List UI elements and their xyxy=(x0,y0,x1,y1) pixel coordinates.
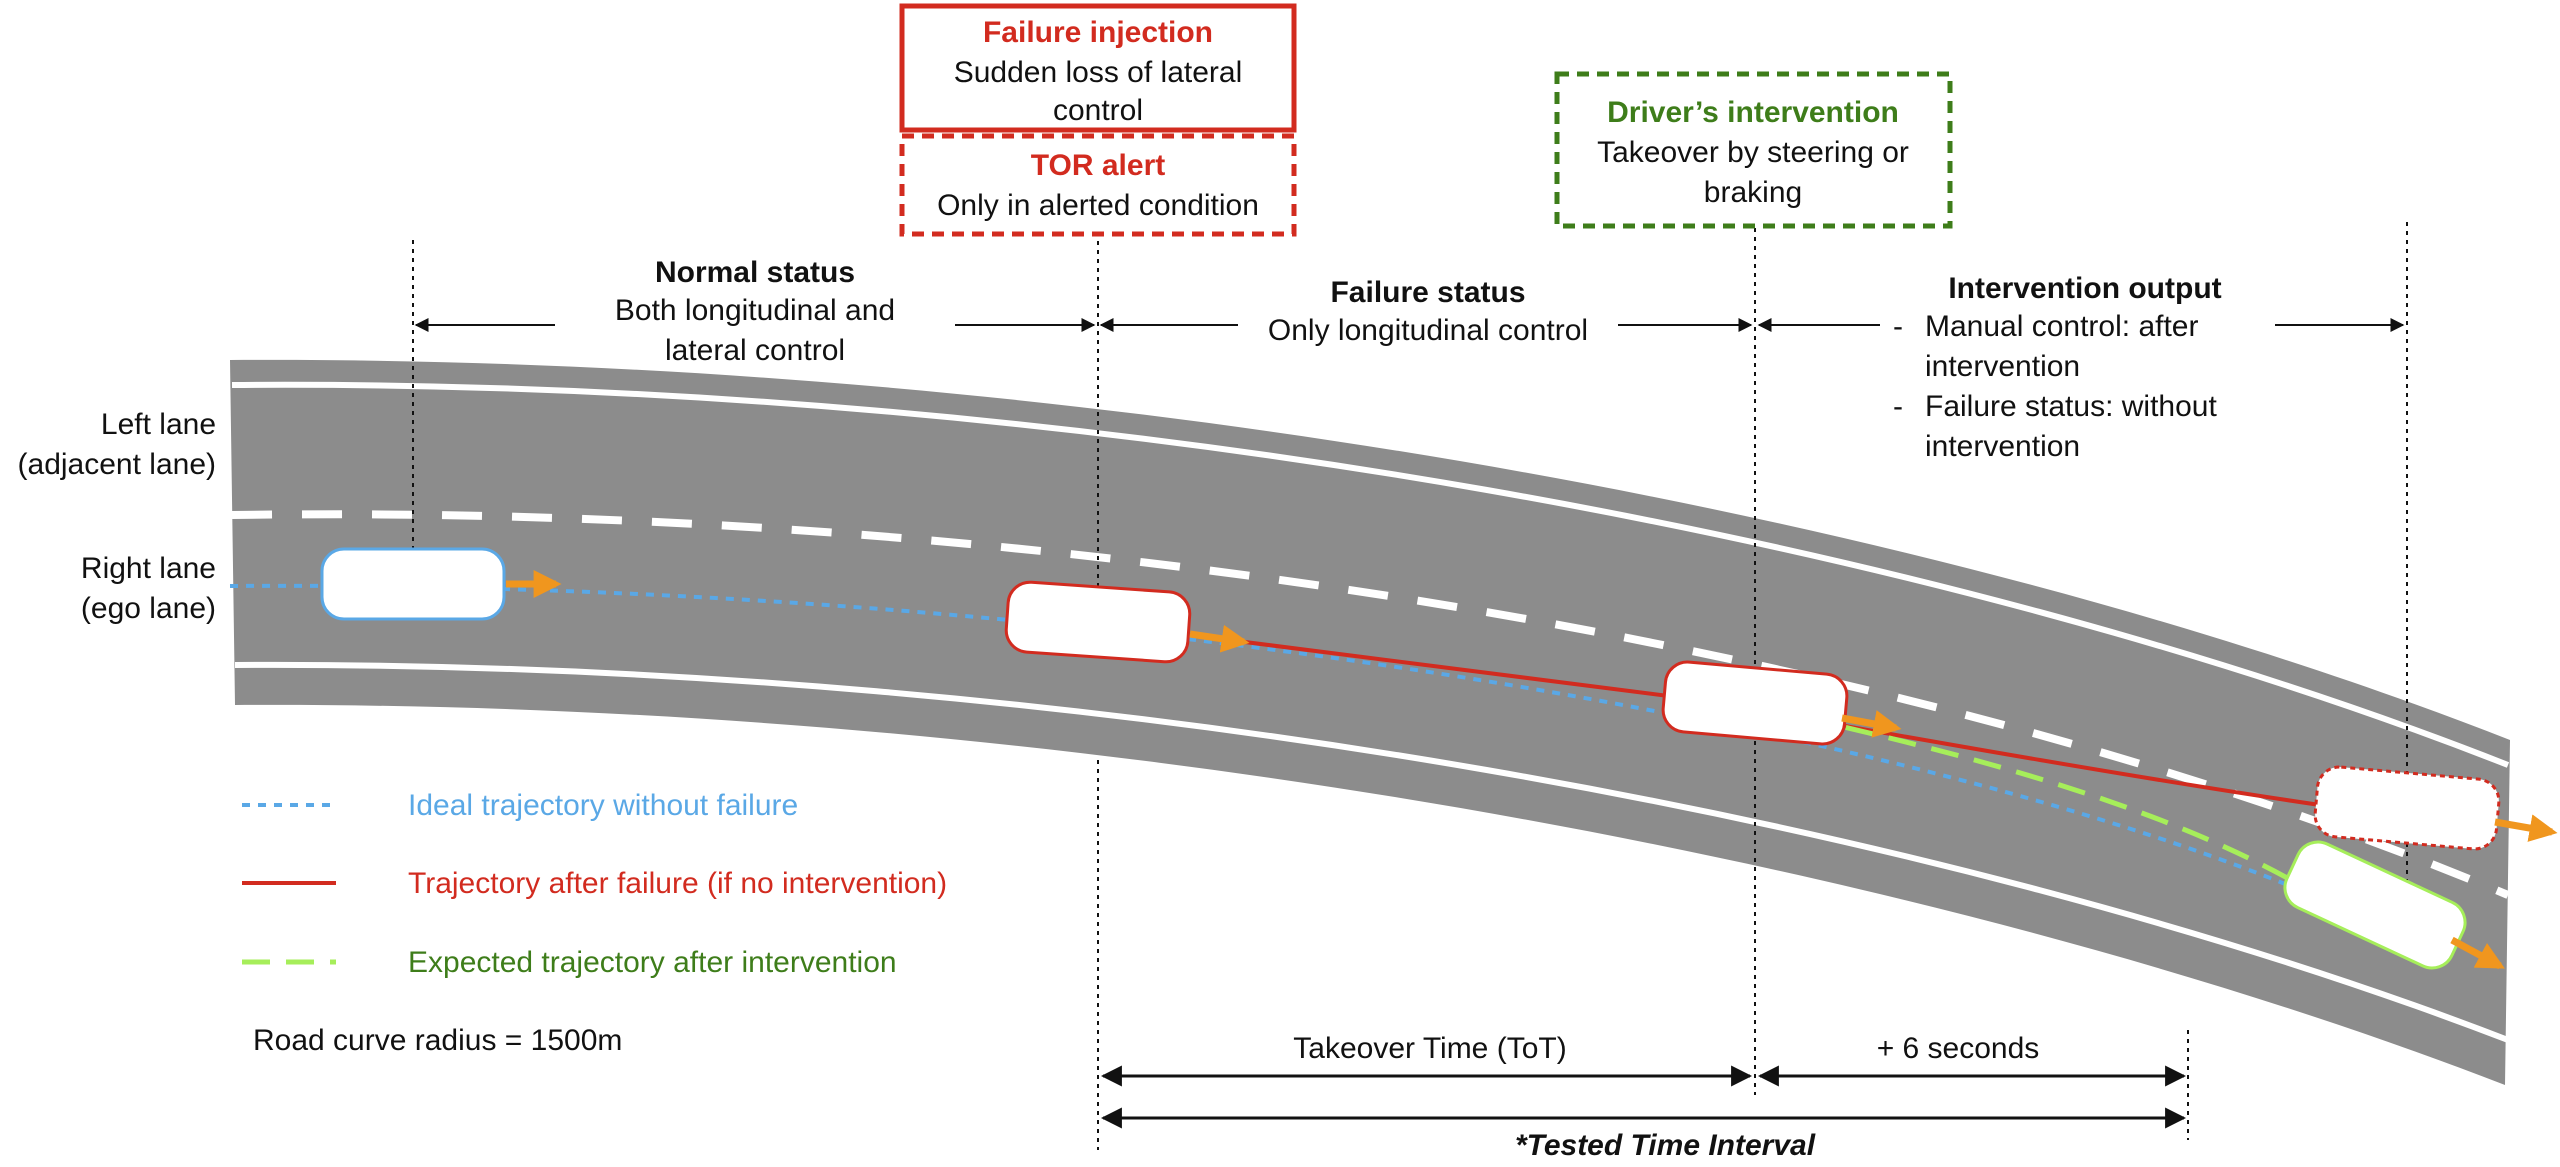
intervention-item-line2: intervention xyxy=(1925,350,2080,383)
road-edge-bottom xyxy=(234,661,2510,1043)
failure-injection-line2: control xyxy=(1053,94,1143,127)
car-no-intervention xyxy=(2313,765,2501,851)
car-normal xyxy=(320,547,506,621)
car-takeover-arrow xyxy=(1841,710,1902,738)
tot-label: Takeover Time (ToT) xyxy=(1293,1032,1566,1065)
tor-alert-line1: Only in alerted condition xyxy=(937,189,1259,222)
plus6-label: + 6 seconds xyxy=(1877,1032,2040,1065)
failure-injection-box: Failure injection Sudden loss of lateral… xyxy=(899,3,1297,133)
intervention-item-dash: - xyxy=(1893,390,1903,423)
driver-intervention-line1: Takeover by steering or xyxy=(1597,136,1909,169)
legend-expected-label: Expected trajectory after intervention xyxy=(408,946,897,979)
phase-normal: Normal status Both longitudinal and late… xyxy=(414,256,1096,367)
car-failure xyxy=(1004,580,1192,664)
driver-intervention-line2: braking xyxy=(1704,176,1802,209)
phase-normal-line2: lateral control xyxy=(665,334,845,367)
driver-intervention-box: Driver’s intervention Takeover by steeri… xyxy=(1554,71,1953,229)
legend: Ideal trajectory without failure Traject… xyxy=(242,789,947,1057)
legend-failure-label: Trajectory after failure (if no interven… xyxy=(408,867,947,900)
driver-intervention-title: Driver’s intervention xyxy=(1607,96,1899,129)
road-radius-label: Road curve radius = 1500m xyxy=(253,1024,622,1057)
intervention-item-dash: - xyxy=(1893,310,1903,343)
right-lane-label: Right lane xyxy=(81,552,216,585)
legend-ideal-label: Ideal trajectory without failure xyxy=(408,789,798,822)
ideal-trajectory xyxy=(229,583,2301,892)
right-lane-sub: (ego lane) xyxy=(81,592,216,625)
failure-injection-title: Failure injection xyxy=(983,16,1213,49)
phase-intervention-title: Intervention output xyxy=(1948,272,2221,305)
car-intervention-arrow xyxy=(2450,936,2505,970)
car-takeover xyxy=(1661,660,1849,746)
road-edge-top xyxy=(231,381,2510,768)
car-no-intervention-arrow xyxy=(2494,814,2558,842)
tor-alert-title: TOR alert xyxy=(1031,149,1166,182)
phase-normal-title: Normal status xyxy=(655,256,855,289)
phase-intervention: Intervention output - Manual control: af… xyxy=(1757,272,2405,463)
tor-alert-box: TOR alert Only in alerted condition xyxy=(899,133,1297,237)
left-lane-sub: (adjacent lane) xyxy=(18,448,216,481)
phase-failure: Failure status Only longitudinal control xyxy=(1099,276,1753,347)
left-lane-label: Left lane xyxy=(101,408,216,441)
intervention-item-line2: intervention xyxy=(1925,430,2080,463)
time-markers xyxy=(412,222,2408,1150)
failure-injection-line1: Sudden loss of lateral xyxy=(954,56,1243,89)
road-surface xyxy=(230,359,2510,1085)
timeline: Takeover Time (ToT) + 6 seconds *Tested … xyxy=(1100,1032,2187,1162)
phase-failure-line1: Only longitudinal control xyxy=(1268,314,1588,347)
lane-labels: Left lane (adjacent lane) Right lane (eg… xyxy=(18,408,216,625)
road xyxy=(230,359,2510,1085)
intervention-item-line1: Failure status: without xyxy=(1925,390,2217,423)
expected-trajectory xyxy=(1759,705,2302,888)
phase-normal-line1: Both longitudinal and xyxy=(615,294,895,327)
intervention-item-line1: Manual control: after xyxy=(1925,310,2198,343)
car-failure-arrow xyxy=(1189,624,1250,653)
vehicles xyxy=(320,547,2558,970)
tested-interval-label: *Tested Time Interval xyxy=(1515,1129,1816,1162)
phase-failure-title: Failure status xyxy=(1330,276,1525,309)
